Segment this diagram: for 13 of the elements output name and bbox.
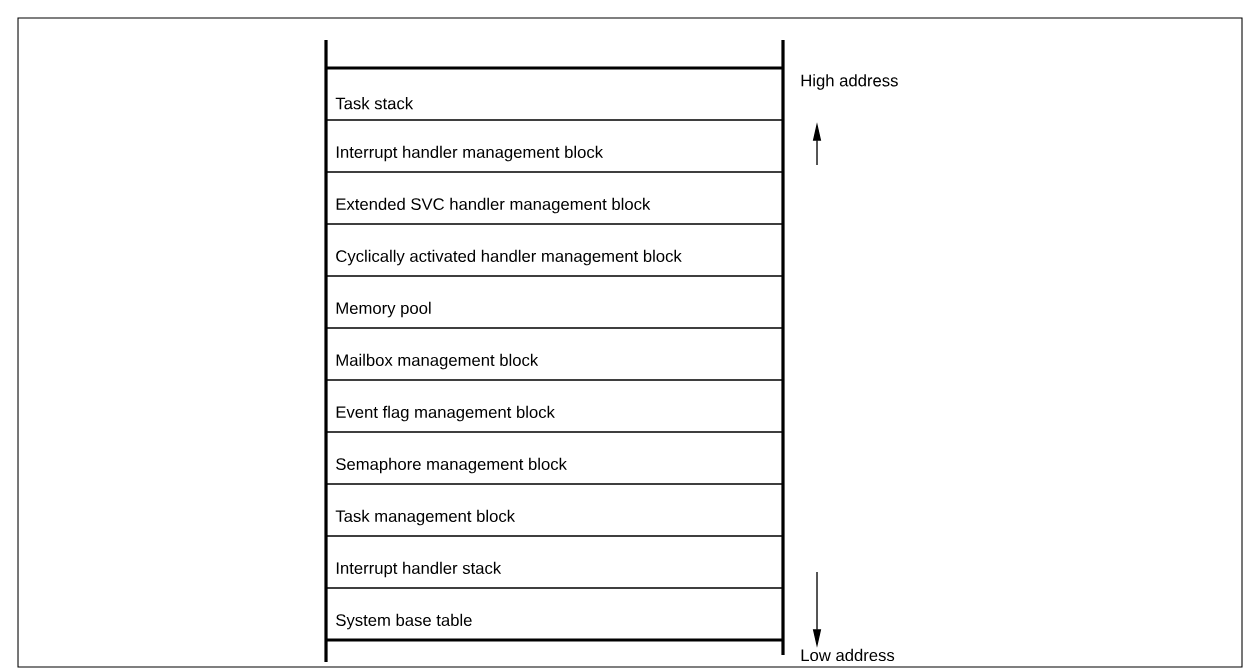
memory-block: Cyclically activated handler management block [325,223,784,277]
node-label: Task stack [335,97,414,110]
memory-block: Mailbox management block [325,327,784,381]
memory-block: Event flag management block [325,379,784,433]
memory-block: Interrupt handler management block [325,119,784,173]
memory-block: Semaphore management block [325,431,784,485]
memory-block: Interrupt handler stack [325,535,784,589]
memory-block: Task management block [325,483,784,537]
memory-block: Extended SVC handler management block [325,171,784,225]
memory-block: Memory pool [325,275,784,329]
address-label: High address [801,74,898,90]
address-label: Low address [801,648,895,662]
memory-block: System base table [325,587,784,641]
